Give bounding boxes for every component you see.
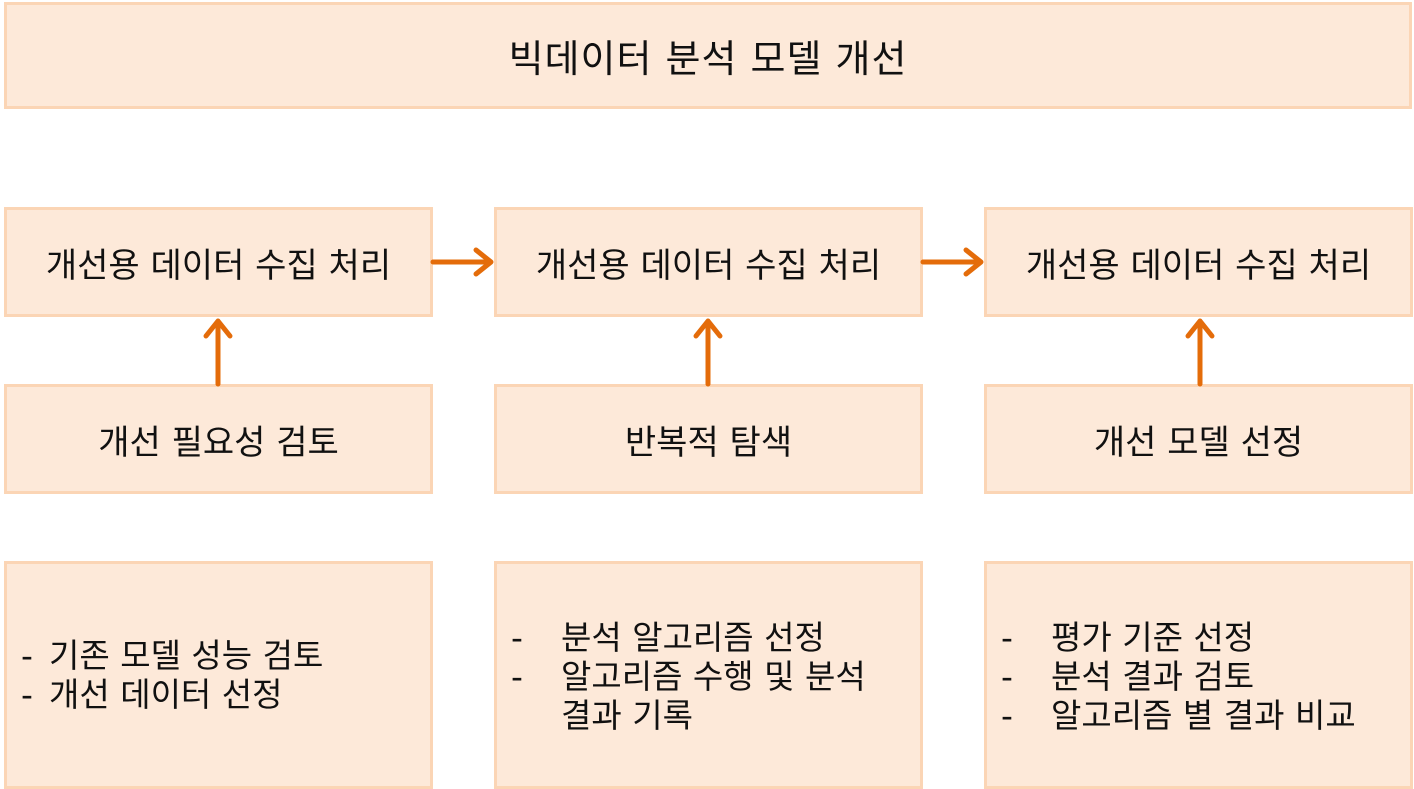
bullet-dash: - xyxy=(21,675,33,714)
detail-item: - 평가 기준 선정 xyxy=(1001,618,1410,657)
stage-box-explore-label: 반복적 탐색 xyxy=(624,422,793,463)
detail-item-text: 분석 결과 검토 xyxy=(1051,657,1255,696)
bullet-dash: - xyxy=(511,618,523,657)
bullet-dash: - xyxy=(21,636,33,675)
bullet-dash: - xyxy=(1001,657,1013,696)
stage-box-explore: 반복적 탐색 xyxy=(494,384,923,494)
arrow-up-3 xyxy=(1185,318,1215,387)
detail-item-text: 알고리즘 수행 및 분석 결과 기록 xyxy=(561,657,866,735)
process-box-1-label: 개선용 데이터 수집 처리 xyxy=(45,245,392,286)
detail-list-1: - 기존 모델 성능 검토 - 개선 데이터 선정 xyxy=(21,636,430,714)
diagram-title: 빅데이터 분석 모델 개선 xyxy=(508,37,908,81)
detail-item-text: 알고리즘 별 결과 비교 xyxy=(1051,696,1356,735)
stage-box-select-label: 개선 모델 선정 xyxy=(1093,422,1304,463)
arrow-right-1 xyxy=(430,247,494,277)
arrow-up-2 xyxy=(693,318,723,387)
process-box-2: 개선용 데이터 수집 처리 xyxy=(494,207,923,317)
process-box-1: 개선용 데이터 수집 처리 xyxy=(4,207,433,317)
title-box: 빅데이터 분석 모델 개선 xyxy=(4,2,1412,109)
process-box-2-label: 개선용 데이터 수집 처리 xyxy=(535,245,882,286)
stage-box-review-label: 개선 필요성 검토 xyxy=(98,422,339,463)
detail-list-3: - 평가 기준 선정 - 분석 결과 검토 - 알고리즘 별 결과 비교 xyxy=(1001,618,1410,735)
stage-box-review: 개선 필요성 검토 xyxy=(4,384,433,494)
bullet-dash: - xyxy=(511,657,523,696)
detail-item: - 기존 모델 성능 검토 xyxy=(21,636,430,675)
detail-box-1: - 기존 모델 성능 검토 - 개선 데이터 선정 xyxy=(4,561,433,789)
bullet-dash: - xyxy=(1001,696,1013,735)
process-box-3-label: 개선용 데이터 수집 처리 xyxy=(1025,245,1372,286)
stage-box-select: 개선 모델 선정 xyxy=(984,384,1413,494)
detail-item-text: 평가 기준 선정 xyxy=(1051,618,1255,657)
detail-box-3: - 평가 기준 선정 - 분석 결과 검토 - 알고리즘 별 결과 비교 xyxy=(984,561,1413,789)
detail-item-text: 분석 알고리즘 선정 xyxy=(561,618,825,657)
detail-item-text: 기존 모델 성능 검토 xyxy=(49,636,324,675)
detail-item: - 알고리즘 별 결과 비교 xyxy=(1001,696,1410,735)
detail-item-text: 개선 데이터 선정 xyxy=(49,675,283,714)
detail-item: - 분석 결과 검토 xyxy=(1001,657,1410,696)
process-box-3: 개선용 데이터 수집 처리 xyxy=(984,207,1413,317)
detail-item: - 분석 알고리즘 선정 xyxy=(511,618,891,657)
arrow-right-2 xyxy=(920,247,984,277)
arrow-up-1 xyxy=(203,318,233,387)
detail-list-2: - 분석 알고리즘 선정 - 알고리즘 수행 및 분석 결과 기록 xyxy=(511,618,920,735)
detail-item: - 개선 데이터 선정 xyxy=(21,675,430,714)
detail-box-2: - 분석 알고리즘 선정 - 알고리즘 수행 및 분석 결과 기록 xyxy=(494,561,923,789)
bullet-dash: - xyxy=(1001,618,1013,657)
detail-item: - 알고리즘 수행 및 분석 결과 기록 xyxy=(511,657,891,735)
